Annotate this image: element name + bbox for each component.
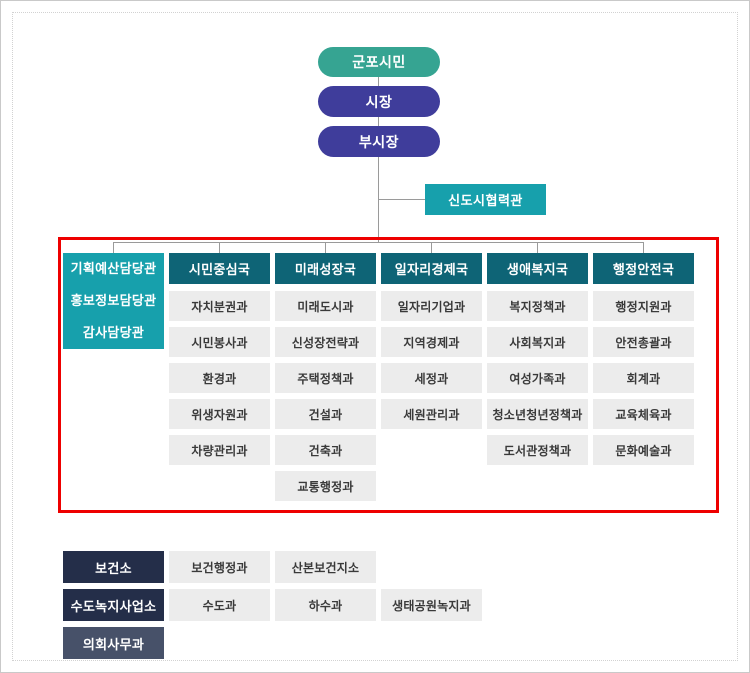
division-box: 환경과 [169,363,270,393]
bureau-header: 일자리경제국 [381,253,482,284]
division-box: 일자리기업과 [381,291,482,321]
agency-division-box: 생태공원녹지과 [381,589,482,621]
division-box: 차량관리과 [169,435,270,465]
division-box: 문화예술과 [593,435,694,465]
division-box: 교육체육과 [593,399,694,429]
division-box: 시민봉사과 [169,327,270,357]
agency-division-box: 산본보건지소 [275,551,376,583]
division-box: 여성가족과 [487,363,588,393]
staff-office: 감사담당관 [82,325,145,340]
node-citizens: 군포시민 [318,47,440,77]
bureau-header: 시민중심국 [169,253,270,284]
division-box: 자치분권과 [169,291,270,321]
agency-box: 보건소 [63,551,164,583]
division-box: 신성장전략과 [275,327,376,357]
staff-office: 홍보정보담당관 [70,293,157,308]
connector-line [378,157,379,243]
staff-office: 기획예산담당관 [70,261,157,276]
division-box: 청소년청년정책과 [487,399,588,429]
agency-box: 의회사무과 [63,627,164,659]
bureau-header: 행정안전국 [593,253,694,284]
agency-division-box: 보건행정과 [169,551,270,583]
agency-box: 수도녹지사업소 [63,589,164,621]
connector-tick [643,242,644,253]
division-box: 지역경제과 [381,327,482,357]
division-box: 주택정책과 [275,363,376,393]
agency-division-box: 수도과 [169,589,270,621]
node-new-town-cooperation-office: 신도시협력관 [425,184,546,215]
division-box: 세정과 [381,363,482,393]
connector-line [379,199,425,200]
division-box: 교통행정과 [275,471,376,501]
connector-tick [325,242,326,253]
node-vice-mayor: 부시장 [318,126,440,157]
division-box: 세원관리과 [381,399,482,429]
staff-offices-block: 기획예산담당관 홍보정보담당관 감사담당관 [63,253,164,349]
division-box: 행정지원과 [593,291,694,321]
division-box: 회계과 [593,363,694,393]
node-mayor: 시장 [318,86,440,117]
bureau-header: 미래성장국 [275,253,376,284]
division-box: 도서관정책과 [487,435,588,465]
division-box: 위생자원과 [169,399,270,429]
division-box: 미래도시과 [275,291,376,321]
division-box: 사회복지과 [487,327,588,357]
connector-tick [537,242,538,253]
division-box: 건설과 [275,399,376,429]
connector-line [378,117,379,126]
division-box: 안전총괄과 [593,327,694,357]
division-box: 건축과 [275,435,376,465]
division-box: 복지정책과 [487,291,588,321]
connector-tick [113,242,114,253]
connector-line [378,77,379,86]
bureau-header: 생애복지국 [487,253,588,284]
connector-tick [431,242,432,253]
connector-tick [219,242,220,253]
agency-division-box: 하수과 [275,589,376,621]
connector-line [113,242,644,243]
